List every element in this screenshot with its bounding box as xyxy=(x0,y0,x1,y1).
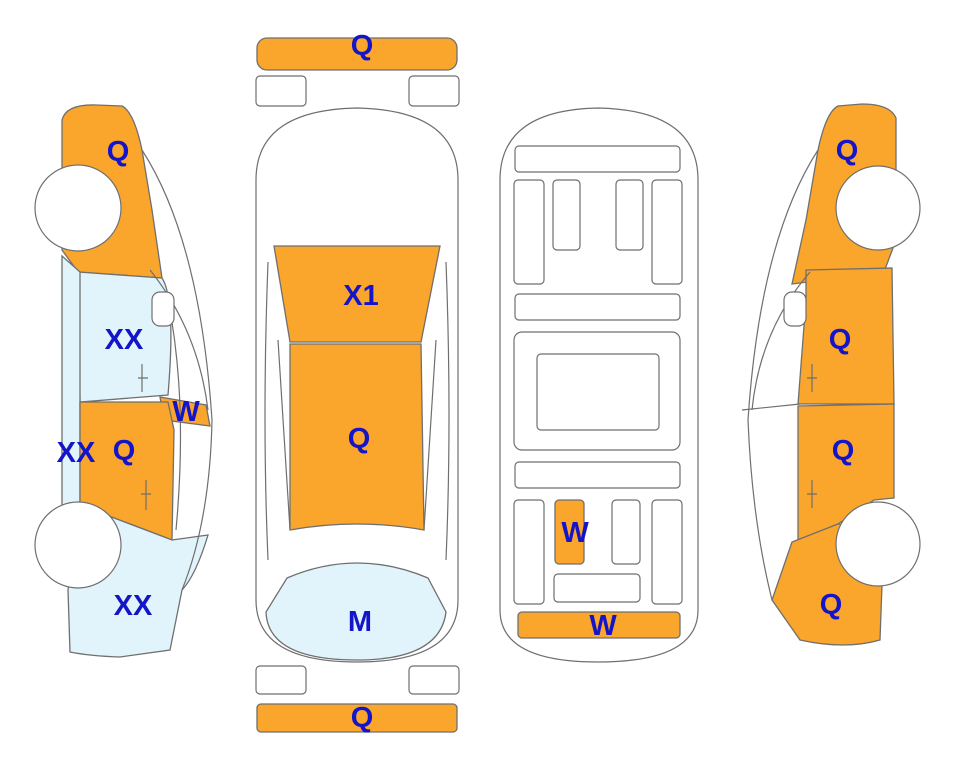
code-right-front-fender: Q xyxy=(836,135,859,167)
code-rear-bumper: Q xyxy=(351,702,374,734)
underbody-view xyxy=(499,107,699,663)
right-rear-wheel xyxy=(835,501,921,587)
code-right-rear-quarter: Q xyxy=(820,589,843,621)
left-mirror-top xyxy=(255,75,307,107)
code-right-front-door: Q xyxy=(829,324,852,356)
code-left-front-fender: Q xyxy=(107,136,130,168)
rear-right-mirror xyxy=(408,665,460,695)
right-mirror-top xyxy=(408,75,460,107)
code-right-rear-door: Q xyxy=(832,435,855,467)
right-front-wheel xyxy=(835,165,921,251)
code-left-rear-quarter: XX xyxy=(114,590,153,622)
underbody-inner-panel[interactable] xyxy=(554,499,585,565)
rear-bumper[interactable] xyxy=(256,703,458,733)
left-rear-wheel xyxy=(34,501,122,589)
left-side-view xyxy=(34,104,213,658)
code-left-front-door: XX xyxy=(105,324,144,356)
rear-left-mirror xyxy=(255,665,307,695)
code-underbody-rear-panel: W xyxy=(589,610,617,642)
code-roof: Q xyxy=(348,423,371,455)
code-left-sill: XX xyxy=(57,437,96,469)
right-front-door[interactable] xyxy=(797,267,895,405)
code-underbody-inner-panel: W xyxy=(561,517,589,549)
right-side-view xyxy=(741,103,921,646)
code-rear-window: M xyxy=(348,606,372,638)
left-front-wheel xyxy=(34,164,122,252)
left-rear-door[interactable] xyxy=(79,401,175,541)
rear-window[interactable] xyxy=(265,562,447,661)
front-bumper[interactable] xyxy=(256,37,458,71)
code-front-bumper: Q xyxy=(351,30,374,62)
code-windshield: X1 xyxy=(343,280,378,312)
code-left-door-handle-strip: W xyxy=(172,396,200,428)
damage-code-labels: Q XX W XX Q XX Q X1 Q M Q W W Q Q Q Q xyxy=(57,30,859,734)
top-view xyxy=(255,37,460,733)
windshield[interactable] xyxy=(273,245,441,343)
underbody-rear-panel[interactable] xyxy=(517,611,681,639)
code-left-rear-door: Q xyxy=(113,435,136,467)
